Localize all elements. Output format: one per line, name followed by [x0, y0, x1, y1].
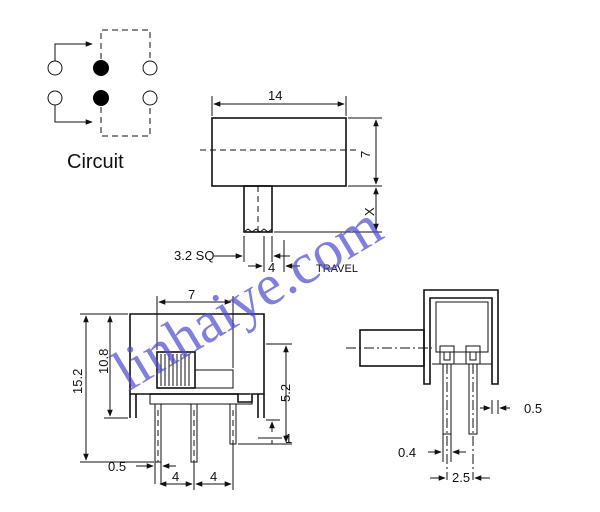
actuator-body: [211, 117, 347, 187]
dim-total-height: 15.2: [70, 369, 85, 394]
terminal-open: [47, 60, 63, 76]
dim-pin-spacing: 2.5: [452, 470, 470, 485]
dim-width-label: 14: [268, 88, 282, 103]
terminal-common: [93, 90, 109, 106]
dim-side-pin-thickness: 0.4: [398, 445, 416, 460]
dim-height-label: 7: [358, 151, 373, 158]
dim-pitch-right: 4: [210, 469, 217, 484]
terminal-common: [93, 60, 109, 76]
side-housing: [423, 289, 499, 385]
dim-body-height: 10.8: [96, 349, 111, 374]
terminal-open: [142, 90, 158, 106]
circuit-link-solid: [54, 41, 93, 61]
dim-side-pin-width: 0.5: [524, 401, 542, 416]
dim-travel-value: 4: [268, 260, 275, 275]
front-view: 7 15.2 10.8 5.2 1 0.5 4 4: [70, 287, 293, 490]
circuit-link-dashed: [100, 105, 151, 137]
dim-front-pin-width: 0.5: [108, 459, 126, 474]
side-view: 0.5 0.4 2.5: [346, 289, 542, 485]
circuit-link-solid: [54, 105, 93, 125]
circuit-link-dashed: [100, 29, 151, 61]
dim-pin-height: 5.2: [278, 384, 293, 402]
dim-pin-offset: 1: [285, 431, 292, 446]
dim-front-width: 7: [188, 287, 195, 302]
dim-x-label: X: [362, 207, 377, 216]
dim-sq-label: 3.2 SQ: [174, 248, 214, 263]
terminal-open: [142, 60, 158, 76]
circuit-diagram: Circuit: [47, 29, 158, 173]
circuit-label: Circuit: [67, 151, 124, 173]
dim-travel-label: TRAVEL: [316, 263, 358, 275]
watermark-text: linhaiye.com: [101, 192, 393, 403]
terminal-open: [47, 90, 63, 106]
dim-pitch-left: 4: [172, 469, 179, 484]
top-view: 14 7 X 3.2 SQ 4 TRAVEL: [174, 88, 382, 275]
